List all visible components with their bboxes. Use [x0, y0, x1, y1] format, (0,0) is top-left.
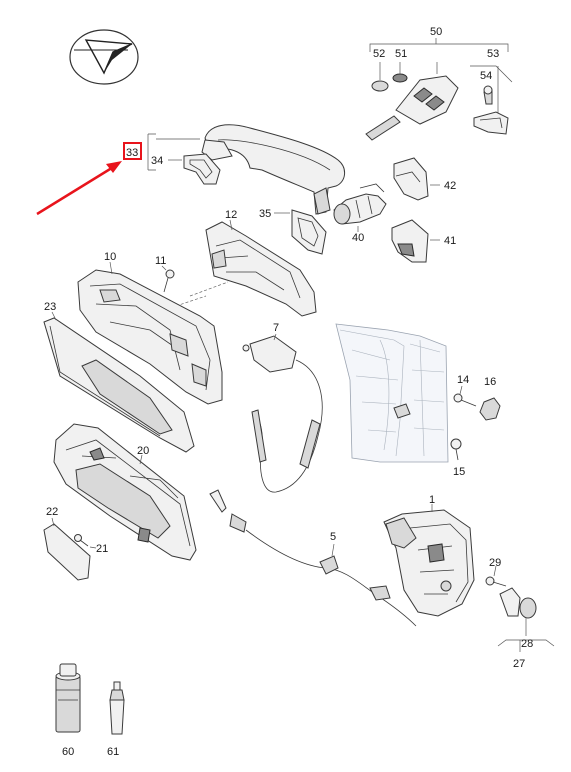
callout-40: 40 — [352, 232, 364, 244]
callout-21: 21 — [96, 543, 108, 555]
callout-61: 61 — [107, 746, 119, 758]
callout-42: 42 — [444, 180, 456, 192]
callout-22: 22 — [46, 506, 58, 518]
callout-15: 15 — [453, 466, 465, 478]
screw-11 — [161, 265, 175, 293]
compass-arrow-icon — [69, 29, 139, 85]
door-inner-panel — [335, 323, 449, 463]
callout-1: 1 — [429, 494, 435, 506]
interior-handle-housing — [53, 423, 197, 561]
callout-54: 54 — [480, 70, 492, 82]
lubricant-spray-can — [55, 663, 81, 733]
handle-gasket-rear — [168, 153, 221, 185]
handle-carrier-bracket — [175, 219, 317, 317]
callout-50: 50 — [430, 26, 442, 38]
callout-35: 35 — [259, 208, 271, 220]
callout-29: 29 — [489, 557, 501, 569]
callout-51: 51 — [395, 48, 407, 60]
callout-60: 60 — [62, 746, 74, 758]
lock-cylinder — [333, 183, 387, 232]
screw-15 — [450, 438, 462, 461]
callout-7: 7 — [273, 322, 279, 334]
screw-21 — [74, 534, 97, 549]
bolt-29 — [485, 565, 507, 587]
callout-41: 41 — [444, 235, 456, 247]
trim-cap-22 — [43, 517, 91, 581]
inner-trim-bezel — [43, 311, 195, 453]
callout-28: 28 — [521, 638, 533, 650]
callout-11: 11 — [155, 255, 166, 267]
outer-door-handle — [147, 124, 345, 215]
grease-tube — [109, 681, 125, 735]
handle-cap-42 — [393, 157, 440, 201]
callout-27: 27 — [513, 658, 525, 670]
handle-cap-41 — [391, 219, 440, 263]
door-module-carrier — [77, 261, 223, 405]
callout-33: 33 — [126, 147, 138, 159]
callout-34: 34 — [151, 155, 163, 167]
striker-plate — [497, 587, 555, 652]
callout-52: 52 — [373, 48, 385, 60]
callout-23: 23 — [44, 301, 56, 313]
callout-14: 14 — [457, 374, 469, 386]
bolt-cap-16 — [479, 397, 501, 421]
door-lock-actuator — [383, 504, 475, 617]
callout-16: 16 — [484, 376, 496, 388]
bowden-cable-5 — [209, 489, 417, 627]
bowden-cable-7 — [242, 333, 323, 493]
callout-labels: 50 52 51 53 54 33 34 42 35 12 40 41 10 1… — [44, 26, 533, 758]
callout-12: 12 — [225, 209, 237, 221]
key-fob-group — [365, 38, 513, 141]
handle-gasket-front — [274, 209, 327, 255]
callout-53: 53 — [487, 48, 499, 60]
bolt-14 — [453, 385, 477, 407]
highlight-arrow — [36, 142, 142, 216]
callout-20: 20 — [137, 445, 149, 457]
callout-10: 10 — [104, 251, 116, 263]
callout-5: 5 — [330, 531, 336, 543]
